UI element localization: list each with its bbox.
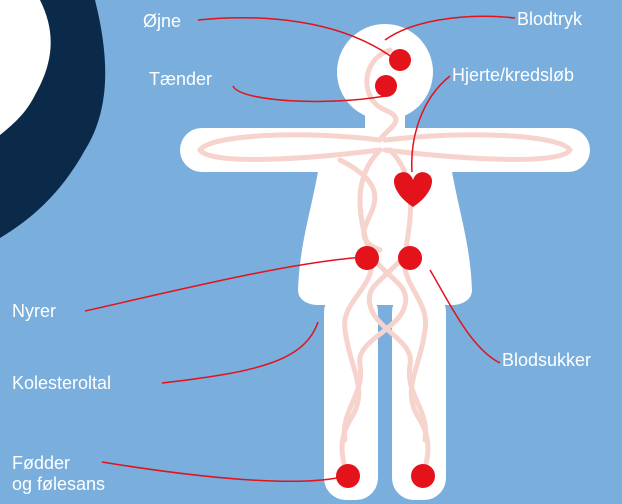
leader-cholesterol	[162, 322, 318, 383]
label-eyes: Øjne	[143, 11, 181, 32]
eye-marker-dot-icon	[389, 49, 411, 71]
label-heart-circulation: Hjerte/kredsløb	[452, 65, 574, 86]
label-blood-sugar: Blodsukker	[502, 350, 591, 371]
label-teeth: Tænder	[149, 69, 212, 90]
label-blood-pressure: Blodtryk	[517, 9, 582, 30]
leader-feet	[102, 462, 346, 481]
foot-right-dot-icon	[411, 464, 435, 488]
label-kidneys: Nyrer	[12, 301, 56, 322]
kidney-left-dot-icon	[355, 246, 379, 270]
teeth-marker-dot-icon	[375, 75, 397, 97]
label-feet-sensation: Fødder og følesans	[12, 453, 105, 495]
label-cholesterol: Kolesteroltal	[12, 373, 111, 394]
foot-left-dot-icon	[336, 464, 360, 488]
kidney-right-dot-icon	[398, 246, 422, 270]
